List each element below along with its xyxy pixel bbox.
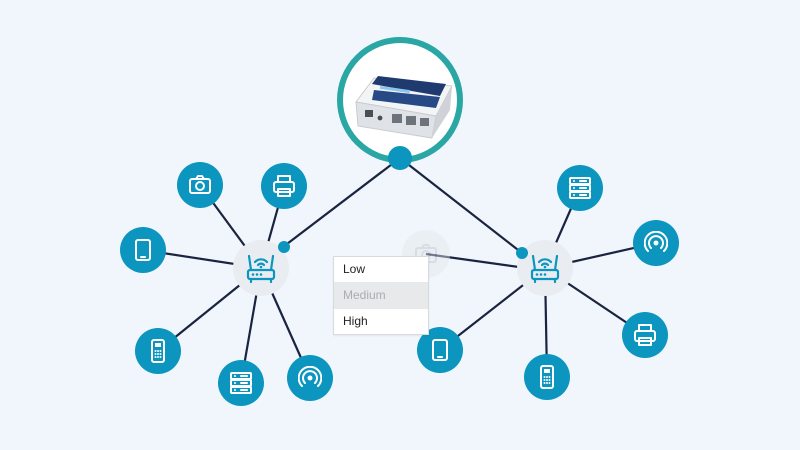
router-port-dot (516, 247, 528, 259)
right-tablet-node[interactable] (417, 327, 463, 373)
router-left-node[interactable] (233, 240, 290, 296)
server-icon (569, 177, 591, 199)
router-port-dot (278, 241, 290, 253)
menu-item-medium[interactable]: Medium (334, 283, 428, 309)
link-hub-right-router (399, 157, 523, 254)
level-dropdown-menu: Low Medium High (333, 256, 429, 335)
link-hub-left-router (282, 157, 401, 248)
pi-gateway-device-image (355, 76, 453, 139)
right-pos-node[interactable] (524, 354, 570, 400)
server-icon (230, 372, 252, 394)
menu-item-low[interactable]: Low (334, 257, 428, 283)
right-signal-node[interactable] (633, 220, 679, 266)
right-server-node[interactable] (557, 165, 603, 211)
menu-item-high[interactable]: High (343, 314, 368, 328)
left-printer-node[interactable] (261, 163, 307, 209)
left-tablet-node[interactable] (120, 227, 166, 273)
left-camera-node[interactable] (177, 162, 223, 208)
hub-port-dot (388, 146, 412, 170)
left-signal-node[interactable] (287, 355, 333, 401)
router-right-node[interactable] (516, 240, 573, 296)
left-server-node[interactable] (218, 360, 264, 406)
hub-node[interactable] (337, 37, 463, 170)
left-pos-node[interactable] (135, 328, 181, 374)
right-printer-node[interactable] (622, 312, 668, 358)
